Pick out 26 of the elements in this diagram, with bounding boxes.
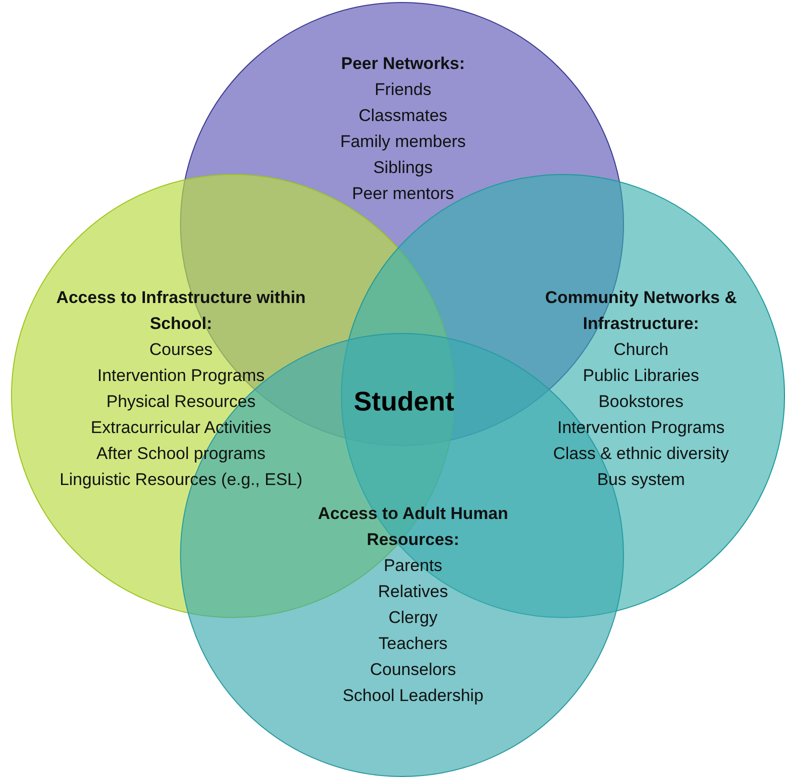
list-item: Bookstores (598, 391, 684, 413)
list-item: Classmates (358, 105, 448, 127)
center-label: Student (354, 386, 454, 418)
list-item: Courses (149, 339, 213, 361)
list-item: Church (614, 339, 668, 361)
list-item: After School programs (96, 443, 266, 465)
list-item: Public Libraries (582, 365, 700, 387)
list-item: School Leadership (342, 685, 484, 707)
circle-heading: Access to Infrastructure within School: (56, 287, 306, 335)
list-item: Family members (340, 131, 466, 153)
list-item: Teachers (378, 633, 448, 655)
list-item: Extracurricular Activities (90, 417, 272, 439)
list-item: Parents (384, 555, 442, 577)
list-item: Counselors (370, 659, 456, 681)
circle-heading: Peer Networks: (341, 53, 465, 75)
list-item: Class & ethnic diversity (553, 443, 729, 465)
circle-heading: Access to Adult Human Resources: (316, 503, 510, 551)
list-item: Friends (374, 79, 432, 101)
list-item: Intervention Programs (97, 365, 265, 387)
list-item: Siblings (373, 157, 433, 179)
circle-heading: Community Networks & Infrastructure: (544, 287, 738, 335)
list-item: Relatives (378, 581, 448, 603)
list-item: Peer mentors (352, 183, 454, 205)
list-item: Intervention Programs (557, 417, 725, 439)
list-item: Bus system (597, 469, 685, 491)
list-item: Clergy (388, 607, 438, 629)
